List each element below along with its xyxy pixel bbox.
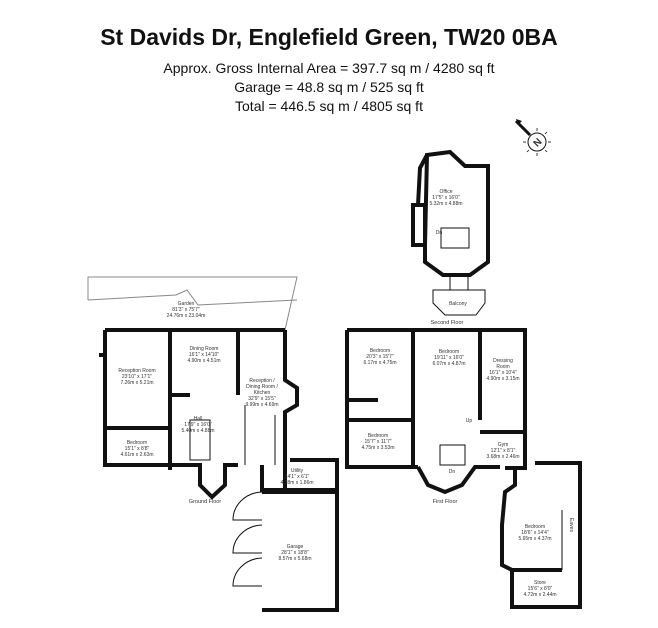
room-utility-name: Utility: [291, 468, 304, 474]
room-kitchen-name-1: Reception /: [249, 378, 275, 384]
room-bedroom-4-name: Bedroom: [525, 524, 545, 530]
stair-up-first: Up: [466, 418, 473, 424]
property-title: St Davids Dr, Englefield Green, TW20 0BA: [100, 24, 558, 50]
room-office-metric: 5.32m x 4.88m: [429, 201, 462, 207]
room-reception-metric: 7.26m x 5.21m: [120, 380, 153, 386]
room-hall-name: Hall: [194, 416, 203, 422]
compass-icon: N: [514, 119, 551, 156]
room-bedroom-2-imperial: 19'11" x 16'0": [434, 355, 464, 361]
room-bedroom-1-metric: 6.17m x 4.75m: [363, 360, 396, 366]
room-garden-name: Garden: [178, 301, 195, 307]
room-gym-metric: 3.68m x 2.46m: [486, 454, 519, 460]
room-dressing-name-2: Room: [496, 364, 509, 370]
room-office-name: Office: [440, 189, 453, 195]
room-ground-bedroom-imperial: 15'1" x 8'8": [125, 446, 150, 452]
room-bedroom-4-metric: 5.65m x 4.37m: [518, 536, 551, 542]
floor-label-second: Second Floor: [431, 320, 464, 326]
area-internal: Approx. Gross Internal Area = 397.7 sq m…: [163, 60, 495, 76]
room-store-name: Store: [534, 580, 546, 586]
room-reception-name: Reception Room: [118, 368, 155, 374]
room-kitchen-metric: 9.99m x 4.69m: [245, 402, 278, 408]
room-store-metric: 4.72m x 2.44m: [523, 592, 556, 598]
first-floor: Bedroom 20'3" x 15'7" 6.17m x 4.75m Bedr…: [345, 328, 582, 609]
room-garden-metric: 24.76m x 23.04m: [167, 313, 206, 319]
room-hall-metric: 5.40m x 4.88m: [181, 428, 214, 434]
stair-dn-first: Dn: [449, 469, 456, 475]
room-garage-name: Garage: [287, 544, 304, 550]
room-store-imperial: 15'6" x 8'0": [528, 586, 553, 592]
room-gym-name: Gym: [498, 442, 509, 448]
room-balcony-name: Balcony: [449, 301, 467, 307]
room-ground-bedroom-metric: 4.61m x 2.63m: [120, 452, 153, 458]
room-eaves-name: Eaves: [568, 518, 574, 532]
room-kitchen-name-3: Kitchen: [254, 390, 271, 396]
room-garage-imperial: 28'1" x 18'8": [281, 550, 309, 556]
room-bedroom-3-metric: 4.75m x 3.53m: [361, 445, 394, 451]
room-garage-metric: 8.57m x 5.68m: [278, 556, 311, 562]
room-bedroom-3-name: Bedroom: [368, 433, 388, 439]
compass-label: N: [532, 137, 545, 150]
room-dressing-imperial: 16'1" x 10'4": [489, 370, 517, 376]
room-utility-metric: 4.28m x 1.86m: [280, 480, 313, 486]
room-ground-bedroom-name: Bedroom: [127, 440, 147, 446]
room-utility-imperial: 14'1" x 6'1": [285, 474, 310, 480]
room-bedroom-2-metric: 6.07m x 4.87m: [432, 361, 465, 367]
room-kitchen-imperial: 32'9" x 15'5": [248, 396, 276, 402]
room-gym-imperial: 12'1" x 8'1": [491, 448, 516, 454]
room-bedroom-2-name: Bedroom: [439, 349, 459, 355]
room-dining-metric: 4.90m x 4.51m: [187, 358, 220, 364]
room-dining-name: Dining Room: [190, 346, 219, 352]
area-total: Total = 446.5 sq m / 4805 sq ft: [235, 98, 423, 114]
room-reception-imperial: 23'10" x 17'1": [122, 374, 152, 380]
floor-label-ground: Ground Floor: [189, 499, 222, 505]
room-bedroom-1-name: Bedroom: [370, 348, 390, 354]
room-bedroom-3-imperial: 15'7" x 11'7": [364, 439, 391, 445]
room-kitchen-name-2: Dining Room /: [246, 384, 278, 390]
room-bedroom-4-imperial: 18'6" x 14'4": [521, 530, 549, 536]
area-garage: Garage = 48.8 sq m / 525 sq ft: [234, 79, 424, 95]
room-hall-imperial: 17'9" x 16'0": [184, 422, 212, 428]
room-dressing-name-1: Dressing: [493, 358, 513, 364]
room-dining-imperial: 16'1" x 14'10": [189, 352, 219, 358]
room-bedroom-1-imperial: 20'3" x 15'7": [366, 354, 394, 360]
ground-floor: Garden 81'3" x 75'7" 24.76m x 23.04m Rec…: [87, 276, 339, 612]
room-dressing-metric: 4.90m x 3.15m: [486, 376, 519, 382]
room-office-imperial: 17'5" x 16'0": [432, 195, 460, 201]
second-floor: Office 17'5" x 16'0" 5.32m x 4.88m Dn Ba…: [411, 149, 490, 326]
room-garden-imperial: 81'3" x 75'7": [172, 307, 200, 313]
stair-down-label: Dn: [436, 230, 443, 236]
floor-label-first: First Floor: [433, 499, 458, 505]
